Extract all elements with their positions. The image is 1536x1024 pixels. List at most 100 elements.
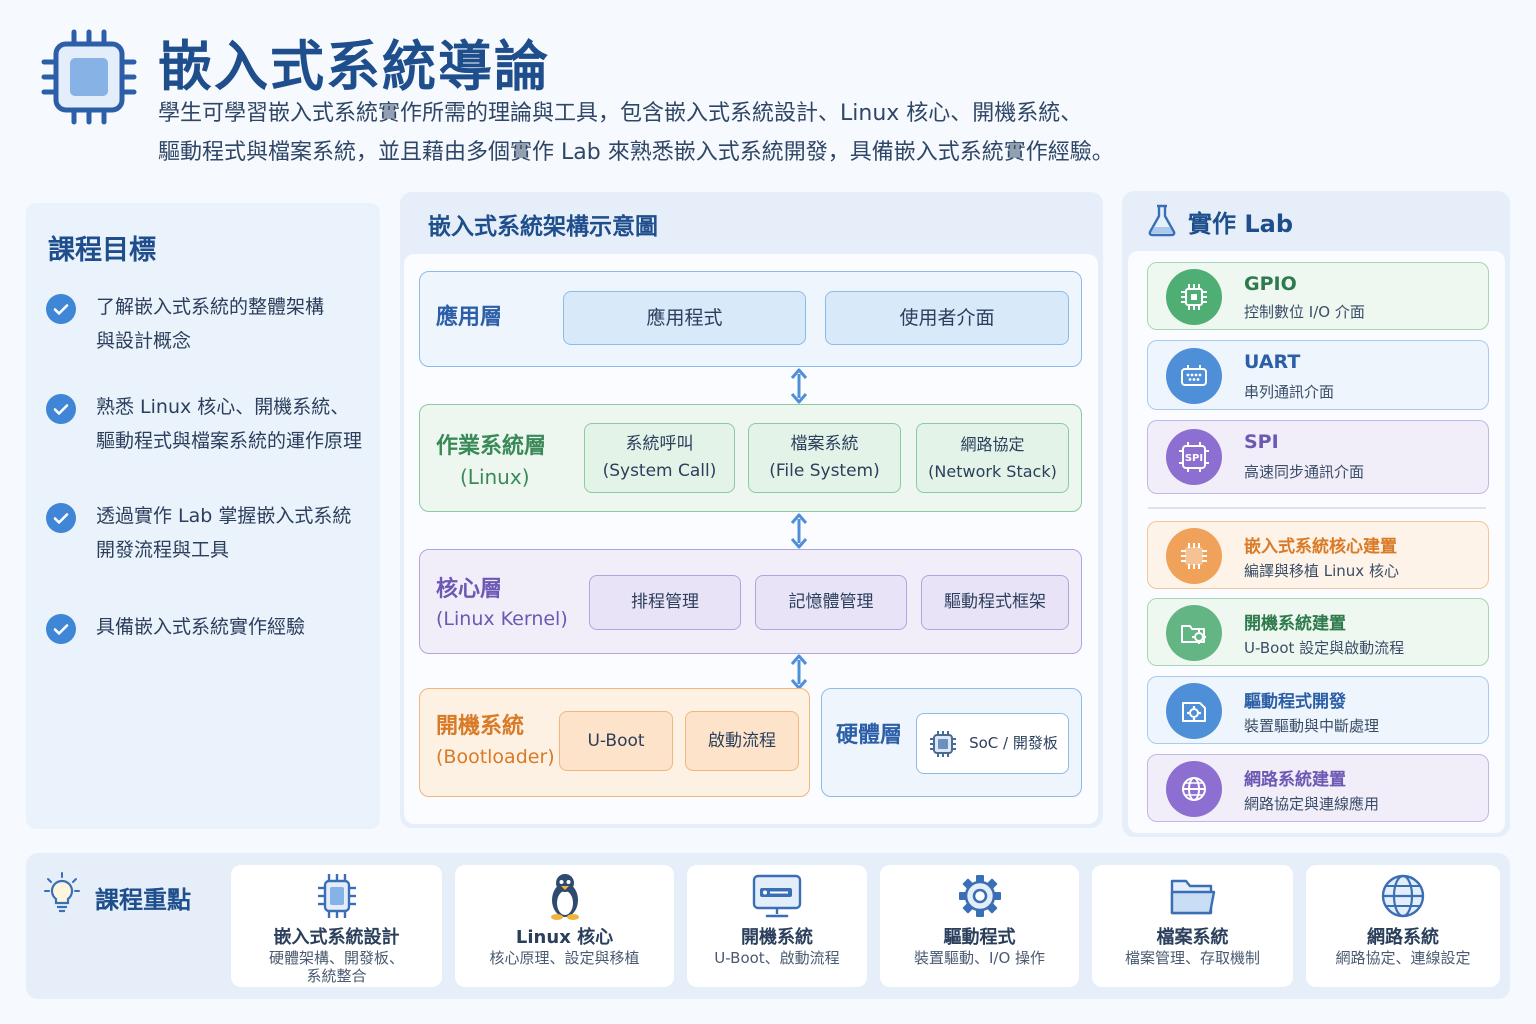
highlight-title: 驅動程式: [943, 927, 1016, 948]
folder-icon: [1170, 879, 1215, 915]
highlight-card-drivers[interactable]: 驅動程式 裝置驅動、I/O 操作: [880, 865, 1079, 987]
soc-board-box: SoC / 開發板: [916, 713, 1069, 774]
network-stack-label: 網路協定: [960, 435, 1025, 454]
spi-chip-icon: SPI: [1166, 429, 1222, 485]
system-call-label: 系統呼叫: [625, 434, 694, 454]
system-call-sublabel: (System Call): [602, 461, 717, 481]
lab-card-boot-build[interactable]: 開機系統建置 U-Boot 設定與啟動流程: [1147, 598, 1489, 666]
lab-card-uart[interactable]: UART 串列通訊介面: [1147, 340, 1489, 410]
lab-name: 嵌入式系統核心建置: [1244, 537, 1397, 557]
gear-icon: [958, 875, 1001, 917]
highlight-card-embedded-design[interactable]: 嵌入式系統設計 硬體架構、開發板、 系統整合: [231, 865, 442, 987]
labs-divider: [1148, 507, 1486, 509]
course-goals-panel: [26, 203, 380, 829]
globe-icon: [1166, 761, 1222, 817]
lab-name: GPIO: [1244, 273, 1297, 295]
lab-name: 驅動程式開發: [1244, 692, 1346, 712]
highlight-title: 開機系統: [741, 927, 813, 948]
goal-text: 熟悉 Linux 核心、開機系統、 驅動程式與檔案系統的運作原理: [96, 396, 363, 452]
bidirectional-arrow-icon: [790, 368, 808, 404]
highlight-desc: 檔案管理、存取機制: [1124, 949, 1260, 967]
lab-card-kernel-build[interactable]: 嵌入式系統核心建置 編譯與移植 Linux 核心: [1147, 521, 1489, 589]
application-layer-label: 應用層: [436, 305, 503, 330]
bidirectional-arrow-icon: [790, 654, 808, 690]
lab-name: 網路系統建置: [1244, 770, 1346, 790]
lab-card-gpio[interactable]: GPIO 控制數位 I/O 介面: [1147, 262, 1489, 330]
file-system-box: 檔案系統 (File System): [748, 423, 901, 493]
page-title: 嵌入式系統導論: [158, 35, 550, 98]
highlight-title: Linux 核心: [515, 927, 614, 948]
boot-folder-gear-icon: [1166, 605, 1222, 661]
boot-flow-box: 啟動流程: [685, 711, 799, 771]
chip-icon: [41, 29, 137, 125]
lab-desc: 控制數位 I/O 介面: [1244, 303, 1365, 321]
memory-management-box: 記憶體管理: [755, 575, 907, 630]
app-programs-box: 應用程式: [563, 291, 806, 345]
highlight-desc: U-Boot、啟動流程: [714, 949, 840, 967]
lab-card-network-build[interactable]: 網路系統建置 網路協定與連線應用: [1147, 754, 1489, 822]
spi-badge-text: SPI: [1185, 453, 1203, 464]
goal-text: 透過實作 Lab 掌握嵌入式系統 開發流程與工具: [96, 505, 352, 561]
kernel-layer-sublabel: (Linux Kernel): [436, 608, 568, 630]
kernel-layer-label: 核心層: [436, 577, 503, 602]
description-line-2: 驅動程式與檔案系統，並且藉由多個實作 Lab 來熟悉嵌入式系統開發，具備嵌入式系…: [158, 140, 1114, 165]
chip-icon: [317, 874, 356, 918]
penguin-icon: [550, 874, 579, 920]
monitor-icon: [752, 874, 802, 918]
lab-desc: 高速同步通訊介面: [1244, 463, 1365, 481]
globe-icon: [1381, 874, 1425, 918]
scheduler-box: 排程管理: [589, 575, 741, 630]
highlight-desc: 硬體架構、開發板、 系統整合: [268, 949, 404, 985]
bootloader-layer-label: 開機系統: [436, 714, 525, 739]
os-layer-sublabel: (Linux): [460, 465, 530, 489]
kernel-chip-icon: [1166, 528, 1222, 584]
lightbulb-icon: [44, 872, 80, 913]
highlight-desc: 裝置驅動、I/O 操作: [913, 949, 1046, 967]
description-line-1: 學生可學習嵌入式系統實作所需的理論與工具，包含嵌入式系統設計、Linux 核心、…: [158, 101, 1083, 126]
bidirectional-arrow-icon: [790, 513, 808, 549]
highlight-card-network[interactable]: 網路系統 網路協定、連線設定: [1306, 865, 1500, 987]
labs-title: 實作 Lab: [1188, 210, 1294, 238]
check-icon: [46, 394, 76, 424]
lab-desc: U-Boot 設定與啟動流程: [1244, 639, 1405, 657]
highlight-card-file-system[interactable]: 檔案系統 檔案管理、存取機制: [1092, 865, 1293, 987]
uboot-box: U-Boot: [559, 711, 673, 771]
check-icon: [46, 503, 76, 533]
highlight-title: 檔案系統: [1156, 927, 1229, 948]
network-stack-sublabel: (Network Stack): [928, 462, 1057, 481]
highlight-title: 嵌入式系統設計: [273, 927, 400, 948]
architecture-title: 嵌入式系統架構示意圖: [428, 214, 658, 240]
hardware-layer-label: 硬體層: [836, 723, 903, 748]
highlight-title: 網路系統: [1367, 927, 1439, 948]
user-interface-box: 使用者介面: [825, 291, 1069, 345]
driver-gear-icon: [1166, 683, 1222, 739]
lab-name: 開機系統建置: [1244, 614, 1346, 634]
highlight-card-bootloader[interactable]: 開機系統 U-Boot、啟動流程: [687, 865, 867, 987]
soc-chip-icon: [930, 730, 957, 757]
flask-icon: [1148, 204, 1176, 237]
lab-card-spi[interactable]: SPI SPI 高速同步通訊介面: [1147, 420, 1489, 494]
goal-text: 了解嵌入式系統的整體架構 與設計概念: [96, 296, 325, 352]
file-system-label: 檔案系統: [790, 434, 859, 454]
lab-desc: 編譯與移植 Linux 核心: [1244, 562, 1399, 580]
file-system-sublabel: (File System): [769, 461, 880, 481]
lab-card-driver-dev[interactable]: 驅動程式開發 裝置驅動與中斷處理: [1147, 676, 1489, 744]
lab-desc: 裝置驅動與中斷處理: [1244, 717, 1380, 735]
highlight-desc: 網路協定、連線設定: [1335, 949, 1471, 967]
highlight-card-linux-kernel[interactable]: Linux 核心 核心原理、設定與移植: [455, 865, 674, 987]
soc-board-label: SoC / 開發板: [969, 734, 1058, 752]
system-call-box: 系統呼叫 (System Call): [584, 423, 735, 493]
lab-name: SPI: [1244, 431, 1279, 453]
network-stack-box: 網路協定 (Network Stack): [916, 423, 1069, 493]
bootloader-layer-sublabel: (Bootloader): [436, 746, 555, 768]
course-highlights-title: 課程重點: [95, 886, 191, 914]
lab-desc: 網路協定與連線應用: [1244, 795, 1380, 813]
goal-text: 具備嵌入式系統實作經驗: [96, 616, 306, 638]
course-goals-title: 課程目標: [48, 235, 156, 266]
lab-desc: 串列通訊介面: [1244, 383, 1335, 401]
check-icon: [46, 294, 76, 324]
serial-port-icon: [1166, 348, 1222, 404]
check-icon: [46, 614, 76, 644]
gpio-chip-icon: [1166, 269, 1222, 325]
page-description: 學生可學習嵌入式系統實作所需的理論與工具，包含嵌入式系統設計、Linux 核心、…: [158, 94, 1218, 172]
